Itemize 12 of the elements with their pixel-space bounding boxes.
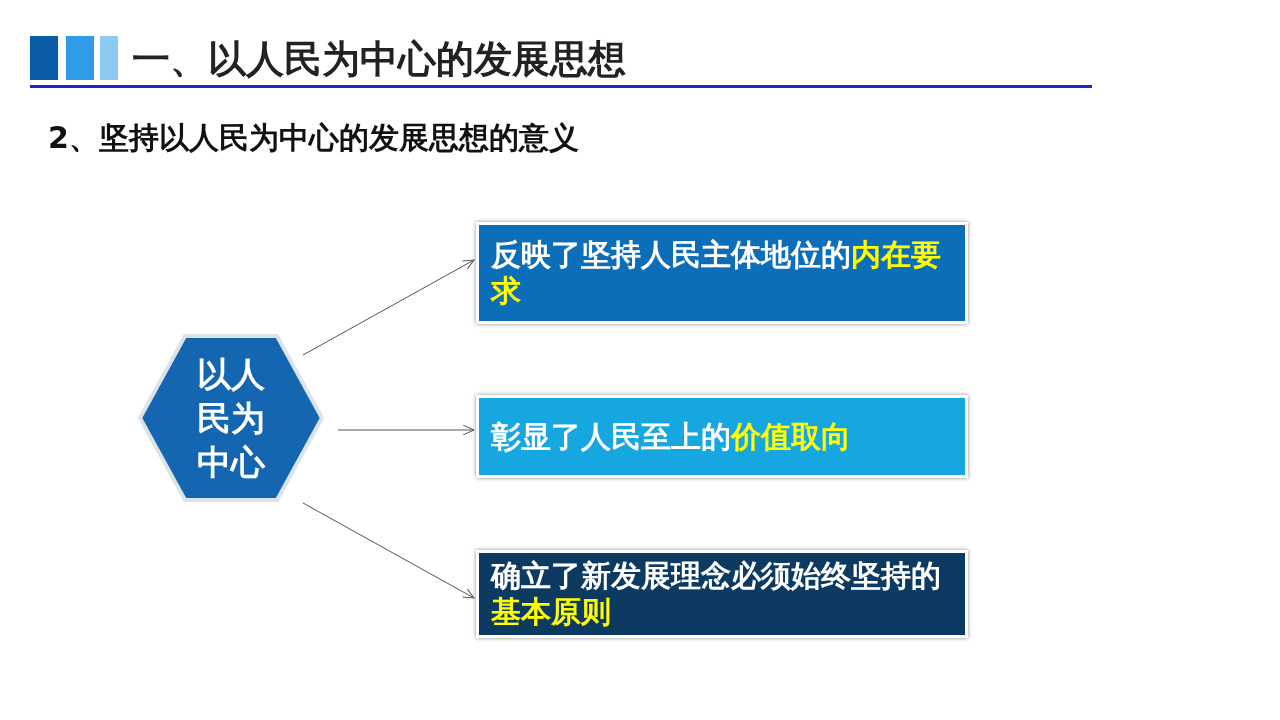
arrow	[302, 502, 475, 599]
panel-text: 反映了坚持人民主体地位的内在要求	[491, 237, 942, 309]
text-panel	[476, 222, 968, 324]
panel-text: 彰显了人民至上的价值取向	[491, 418, 851, 455]
section-heading: 2、坚持以人民为中心的发展思想的意义	[48, 119, 579, 157]
text-panel	[476, 550, 968, 638]
node-label: 以人民为中心	[196, 352, 267, 485]
slide-title: 一、以人民为中心的发展思想	[132, 36, 626, 83]
text-panel	[476, 395, 968, 478]
arrow	[302, 259, 475, 356]
arrow	[337, 424, 475, 436]
panel-text: 确立了新发展理念必须始终坚持的基本原则	[491, 558, 942, 630]
